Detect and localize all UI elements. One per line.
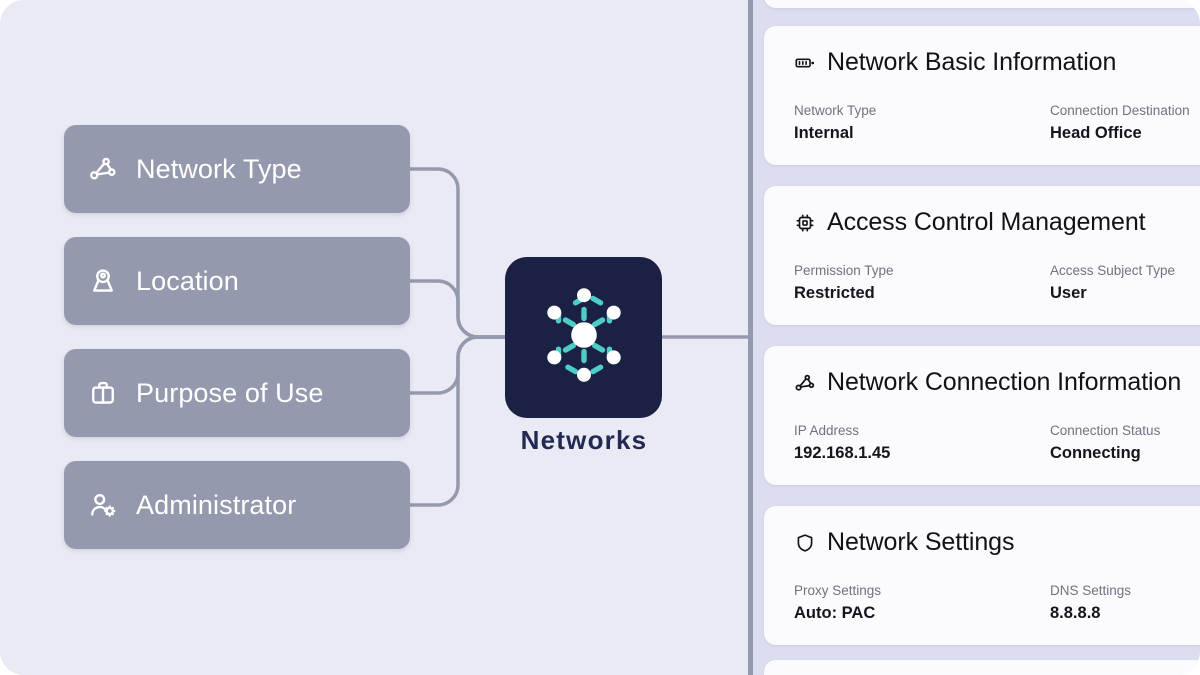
user-gear-icon bbox=[88, 490, 118, 520]
branch-node-label: Purpose of Use bbox=[136, 377, 324, 408]
field-label: Network Type bbox=[794, 103, 877, 118]
card-field-grid: Network Type Internal Connection Destina… bbox=[794, 103, 1200, 143]
detail-card-access-control-management[interactable]: Access Control Management Permission Typ… bbox=[764, 186, 1200, 325]
cpu-chip-icon bbox=[794, 212, 816, 234]
network-nodes-icon bbox=[88, 154, 118, 184]
hub-node-label: Networks bbox=[520, 425, 648, 455]
hub-node-networks[interactable] bbox=[505, 257, 662, 418]
map-pin-user-icon bbox=[88, 266, 118, 296]
shield-icon bbox=[794, 532, 816, 554]
field-value: Restricted bbox=[794, 284, 875, 302]
branch-node-location[interactable]: Location bbox=[64, 237, 410, 325]
field-value: Internal bbox=[794, 124, 854, 142]
field-label: Connection Destination bbox=[1050, 103, 1190, 118]
card-title: Network Connection Information bbox=[827, 368, 1182, 396]
card-header: Network Connection Information bbox=[794, 368, 1200, 397]
card-title: Network Basic Information bbox=[827, 48, 1117, 76]
detail-card-network-basic-information[interactable]: Network Basic Information Network Type I… bbox=[764, 26, 1200, 165]
card-field: Connection Status Connecting bbox=[1050, 423, 1200, 463]
field-value: 8.8.8.8 bbox=[1050, 604, 1101, 622]
branch-node-label: Administrator bbox=[136, 489, 297, 520]
card-header: Network Settings bbox=[794, 528, 1200, 557]
panel-divider-scrollbar[interactable] bbox=[748, 0, 753, 675]
detail-card-network-settings[interactable]: Network Settings Proxy Settings Auto: PA… bbox=[764, 506, 1200, 645]
card-title: Access Control Management bbox=[827, 208, 1146, 236]
card-field: Proxy Settings Auto: PAC bbox=[794, 583, 1050, 623]
card-field-grid: IP Address 192.168.1.45 Connection Statu… bbox=[794, 423, 1200, 463]
branch-node-administrator[interactable]: Administrator bbox=[64, 461, 410, 549]
card-field: Access Subject Type User bbox=[1050, 263, 1200, 303]
detail-panel[interactable]: Network Basic Information Network Type I… bbox=[753, 0, 1200, 675]
detail-card-partial-above[interactable] bbox=[764, 0, 1200, 8]
branch-node-purpose-of-use[interactable]: Purpose of Use bbox=[64, 349, 410, 437]
branch-node-label: Network Type bbox=[136, 153, 302, 184]
field-label: DNS Settings bbox=[1050, 583, 1132, 598]
card-header: Network Basic Information bbox=[794, 48, 1200, 77]
field-label: IP Address bbox=[794, 423, 860, 438]
branch-node-label: Location bbox=[136, 265, 239, 296]
server-rack-icon bbox=[794, 52, 816, 74]
detail-card-partial-below[interactable] bbox=[764, 660, 1200, 675]
card-field: DNS Settings 8.8.8.8 bbox=[1050, 583, 1200, 623]
field-value: Auto: PAC bbox=[794, 604, 876, 622]
card-title: Network Settings bbox=[827, 528, 1015, 556]
card-field-grid: Proxy Settings Auto: PAC DNS Settings 8.… bbox=[794, 583, 1200, 623]
field-label: Connection Status bbox=[1050, 423, 1161, 438]
network-hub-icon bbox=[534, 285, 634, 390]
detail-card-network-connection-information[interactable]: Network Connection Information IP Addres… bbox=[764, 346, 1200, 485]
field-value: Head Office bbox=[1050, 124, 1142, 142]
field-value: Connecting bbox=[1050, 444, 1141, 462]
card-header: Access Control Management bbox=[794, 208, 1200, 237]
card-field: Connection Destination Head Office bbox=[1050, 103, 1200, 143]
field-label: Proxy Settings bbox=[794, 583, 882, 598]
card-field-grid: Permission Type Restricted Access Subjec… bbox=[794, 263, 1200, 303]
card-field: Permission Type Restricted bbox=[794, 263, 1050, 303]
field-label: Access Subject Type bbox=[1050, 263, 1176, 278]
card-field: Network Type Internal bbox=[794, 103, 1050, 143]
branch-node-network-type[interactable]: Network Type bbox=[64, 125, 410, 213]
field-value: 192.168.1.45 bbox=[794, 444, 891, 462]
field-value: User bbox=[1050, 284, 1087, 302]
briefcase-icon bbox=[88, 378, 118, 408]
network-nodes-icon bbox=[794, 372, 816, 394]
field-label: Permission Type bbox=[794, 263, 894, 278]
card-field: IP Address 192.168.1.45 bbox=[794, 423, 1050, 463]
mindmap-canvas[interactable]: Network Type Location Purp bbox=[0, 0, 748, 675]
